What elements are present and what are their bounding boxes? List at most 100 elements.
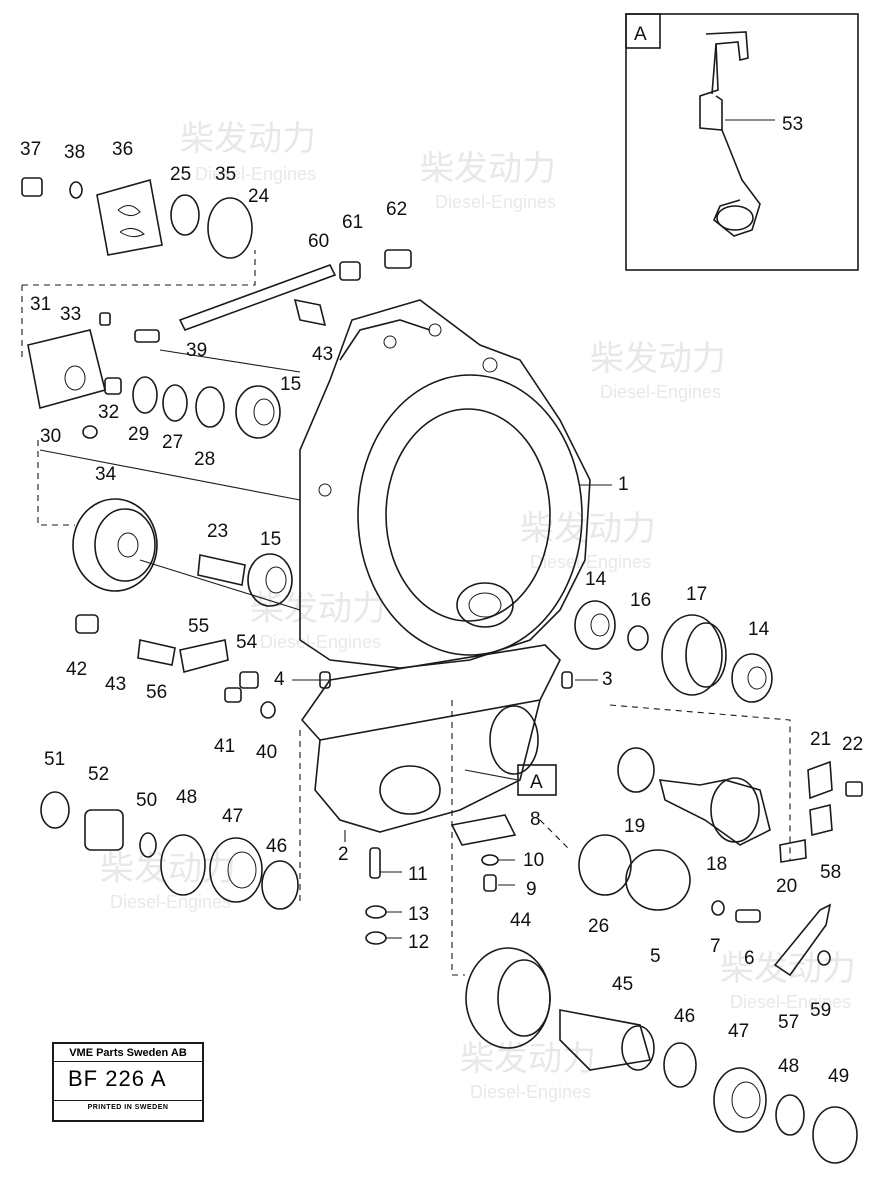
part-label: 55 — [188, 616, 209, 637]
part-labels: 1 2 3 4 5 6 7 8 9 10 11 12 13 14 14 15 1… — [20, 114, 863, 1087]
part-label: 43 — [105, 674, 126, 695]
part-label: 61 — [342, 212, 363, 233]
part-label: 45 — [612, 974, 633, 995]
part-label: 46 — [674, 1006, 695, 1027]
part-label: 25 — [170, 164, 191, 185]
watermark-cn: 柴发动力 — [420, 150, 556, 188]
part-label: 6 — [744, 948, 755, 969]
part-label: 41 — [214, 736, 235, 757]
gear-17 — [661, 614, 727, 696]
stamp-printed: PRINTED IN SWEDEN — [87, 1104, 169, 1111]
drawing-stamp: VME Parts Sweden AB BF 226 A PRINTED IN … — [52, 1042, 204, 1122]
part-label: 56 — [146, 682, 167, 703]
part-label: 53 — [782, 114, 803, 135]
view-marker-a: A — [517, 764, 557, 796]
part-label: 3 — [602, 669, 613, 690]
part-label: 18 — [706, 854, 727, 875]
part-label: 54 — [236, 632, 258, 653]
part-label: 8 — [530, 809, 541, 830]
part-label: 14 — [585, 569, 607, 590]
watermark-cn: 柴发动力 — [590, 340, 726, 378]
part-label: 15 — [280, 374, 301, 395]
part-label: 37 — [20, 139, 41, 160]
output-shaft-18 — [658, 777, 771, 846]
part-label: 32 — [98, 402, 119, 423]
part-label: 22 — [842, 734, 863, 755]
part-label: 52 — [88, 764, 109, 785]
part-label: 42 — [66, 659, 87, 680]
part-label: 34 — [95, 464, 117, 485]
watermark-en: Diesel-Engines — [730, 992, 851, 1012]
part-label: 4 — [274, 669, 285, 690]
part-label: 24 — [248, 186, 270, 207]
gear-34 — [72, 498, 158, 592]
part-label: 50 — [136, 790, 157, 811]
part-label: 30 — [40, 426, 61, 447]
part-label: 36 — [112, 139, 133, 160]
part-label: 9 — [526, 879, 537, 900]
part-label: 62 — [386, 199, 407, 220]
watermark-en: Diesel-Engines — [530, 552, 651, 572]
part-label: 17 — [686, 584, 707, 605]
part-label: 28 — [194, 449, 215, 470]
part-label: 10 — [523, 850, 544, 871]
watermark-cn: 柴发动力 — [720, 950, 856, 988]
part-label: 59 — [810, 1000, 831, 1021]
watermark-cn: 柴发动力 — [100, 850, 236, 888]
oil-sump — [300, 644, 561, 833]
part-label: 14 — [748, 619, 770, 640]
stamp-company: VME Parts Sweden AB — [54, 1044, 202, 1062]
part-label: 2 — [338, 844, 349, 865]
watermark-en: Diesel-Engines — [195, 164, 316, 184]
view-marker-a-label: A — [530, 772, 543, 793]
stamp-code: BF 226 A — [54, 1062, 202, 1101]
watermark-en: Diesel-Engines — [435, 192, 556, 212]
part-label: 39 — [186, 340, 207, 361]
watermark-en: Diesel-Engines — [110, 892, 231, 912]
gear-44 — [465, 947, 551, 1049]
part-label: 20 — [776, 876, 797, 897]
watermark-cn: 柴发动力 — [180, 120, 316, 158]
part-label: 35 — [215, 164, 236, 185]
part-label: 21 — [810, 729, 831, 750]
part-label: 16 — [630, 590, 651, 611]
part-label: 48 — [778, 1056, 799, 1077]
part-label: 58 — [820, 862, 841, 883]
part-label: 23 — [207, 521, 228, 542]
sleeve-45 — [559, 1009, 655, 1071]
part-label: 40 — [256, 742, 277, 763]
part-label: 31 — [30, 294, 51, 315]
part-label: 1 — [618, 474, 629, 495]
watermark-cn: 柴发动力 — [250, 590, 386, 628]
watermark-en: Diesel-Engines — [470, 1082, 591, 1102]
part-label: 26 — [588, 916, 609, 937]
part-label: 15 — [260, 529, 281, 550]
bearings-and-seals — [40, 194, 858, 1164]
watermark-layer: 柴发动力 Diesel-Engines 柴发动力 Diesel-Engines … — [100, 120, 856, 1102]
part-label: 13 — [408, 904, 429, 925]
part-label: 5 — [650, 946, 661, 967]
flywheel-housing — [299, 299, 591, 669]
watermark-cn: 柴发动力 — [460, 1040, 596, 1078]
part-label: 43 — [312, 344, 333, 365]
part-label: 47 — [222, 806, 243, 827]
part-label: 12 — [408, 932, 429, 953]
part-label: 48 — [176, 787, 197, 808]
part-label: 57 — [778, 1012, 799, 1033]
detail-box-a-label: A — [634, 24, 647, 45]
watermark-en: Diesel-Engines — [260, 632, 381, 652]
part-label: 44 — [510, 910, 532, 931]
part-label: 60 — [308, 231, 329, 252]
part-label: 19 — [624, 816, 645, 837]
part-label: 27 — [162, 432, 183, 453]
part-label: 38 — [64, 142, 85, 163]
part-label: 11 — [408, 864, 428, 885]
detail-box-a: A — [625, 13, 859, 271]
watermark-en: Diesel-Engines — [600, 382, 721, 402]
part-label: 33 — [60, 304, 81, 325]
leader-lines — [21, 119, 791, 976]
part-label: 29 — [128, 424, 149, 445]
part-label: 49 — [828, 1066, 849, 1087]
part-label: 46 — [266, 836, 287, 857]
